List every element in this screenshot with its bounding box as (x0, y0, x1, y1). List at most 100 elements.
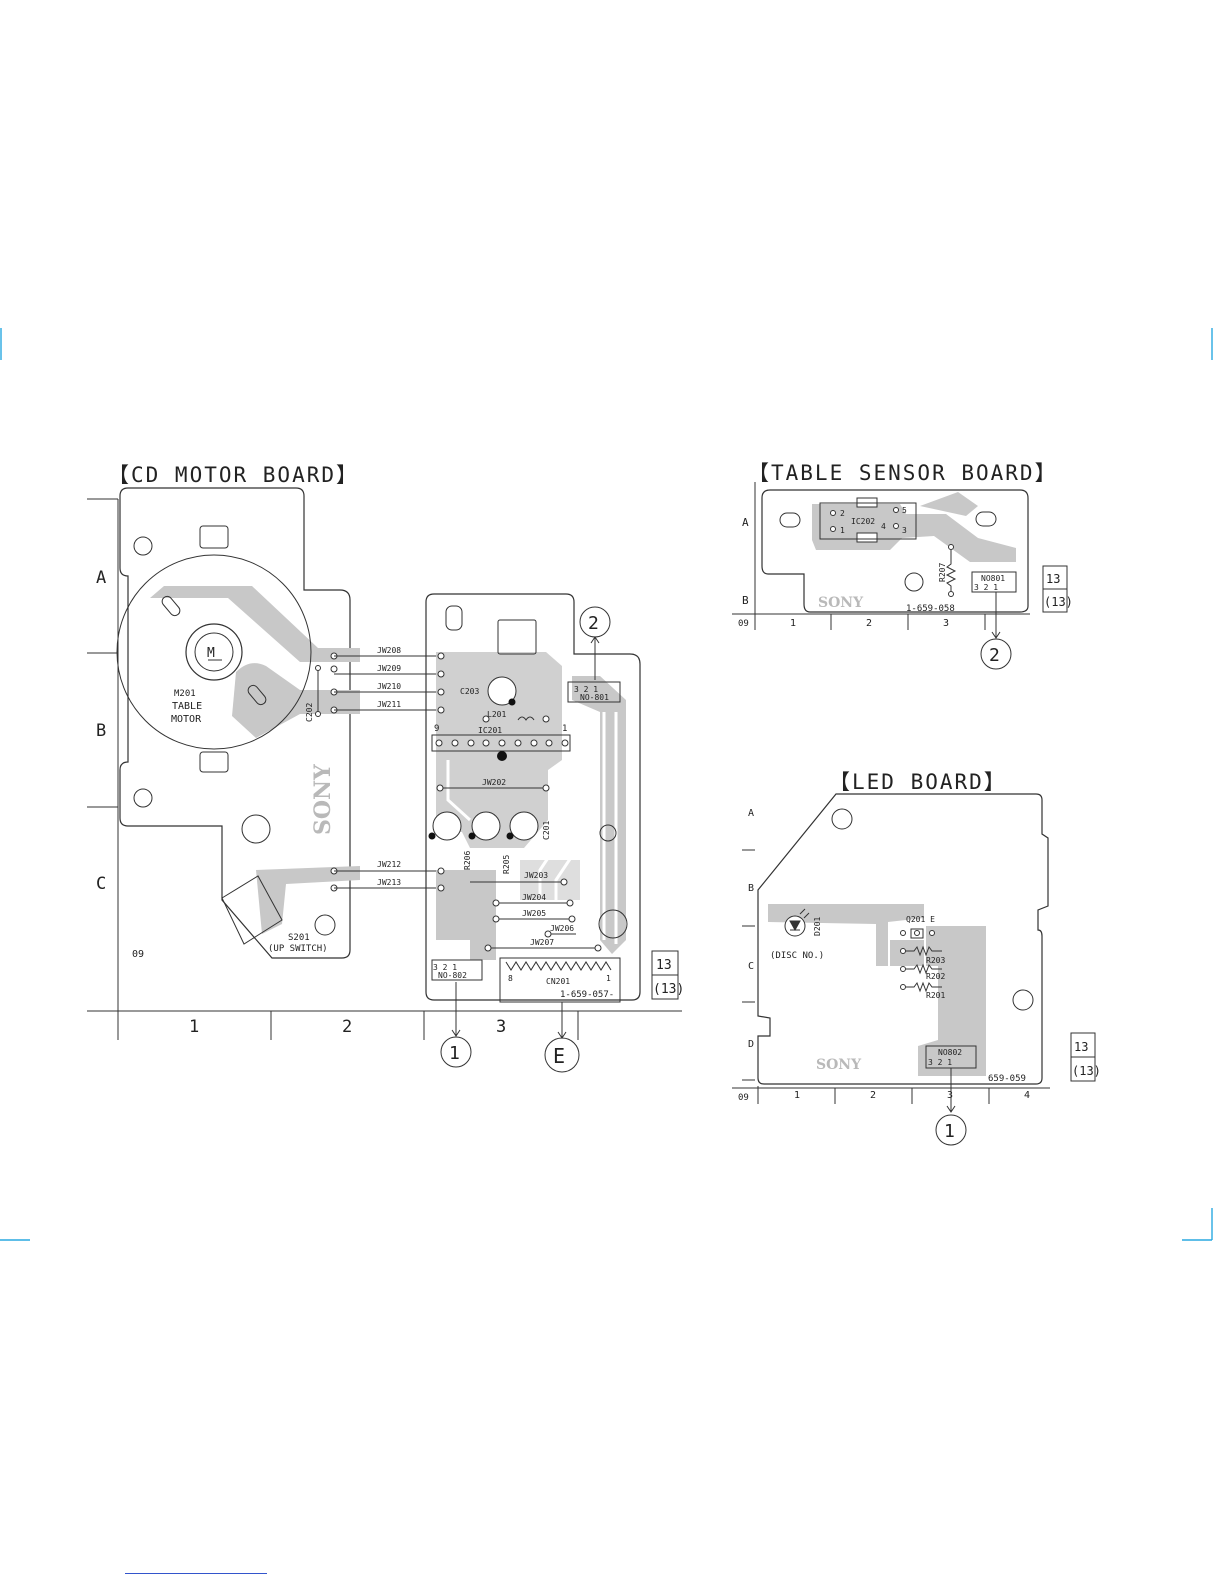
page-ref-top-ts: 13 (1046, 572, 1060, 586)
arrow-ref-1-cd: 1 (449, 1043, 460, 1064)
arrow-ref-2-ts: 2 (989, 645, 1000, 666)
jumper-jw212: JW212 (377, 860, 401, 869)
switch-name: (UP SWITCH) (268, 944, 328, 954)
table-sensor-board-title: 【TABLE SENSOR BOARD】 (748, 461, 1058, 485)
coil-l201: L201 (487, 710, 506, 719)
ic202-ref: IC202 (851, 517, 875, 526)
led-col-label-1: 1 (794, 1090, 800, 1101)
jumper-jw202: JW202 (482, 778, 506, 787)
jumper-jw207: JW207 (530, 938, 554, 947)
part-number-ts: 1-659-058 (906, 604, 955, 614)
table-sensor-board-diagram: A B 09 1 2 3 IC202 2 1 5 4 3 R207 NO801 … (732, 482, 1073, 670)
led-d201-ref: D201 (813, 917, 822, 936)
resistor-r205: R205 (502, 855, 511, 874)
led-col-label-4: 4 (1024, 1090, 1030, 1101)
switch-ref: S201 (288, 933, 310, 943)
resistor-r202: R202 (926, 972, 945, 981)
cap-c203-body (487, 676, 517, 706)
ic202-pin-1: 1 (840, 526, 845, 535)
cap-c201: C201 (542, 821, 551, 840)
conn-no801-ts (971, 571, 1017, 593)
conn-no802-ref: NO-802 (438, 971, 467, 980)
led-d201-name: (DISC NO.) (770, 951, 824, 961)
led-board-title: 【LED BOARD】 (829, 770, 1007, 794)
page-ref-bottom-led: (13) (1072, 1064, 1101, 1078)
ic202-pin-5: 5 (902, 506, 907, 515)
conn-no801-ts-pins: 3 2 1 (974, 583, 998, 592)
arrow-ref-e-cd: E (553, 1044, 565, 1068)
jumper-jw209: JW209 (377, 664, 401, 673)
ic202-body (819, 502, 917, 540)
conn-cn201-ref: CN201 (546, 977, 570, 986)
motor-outline (116, 554, 312, 750)
conn-no801 (567, 681, 621, 703)
conn-no802-led-ref: NO802 (938, 1048, 962, 1057)
row-label-a: A (96, 568, 106, 588)
motor-symbol: M (207, 646, 215, 661)
resistor-r206: R206 (463, 851, 472, 870)
jumper-jw213: JW213 (377, 878, 401, 887)
jumper-jw205: JW205 (522, 909, 546, 918)
ts-row-label-a: A (742, 516, 749, 529)
brand-sony-ts: SONY (818, 595, 864, 611)
control-board-outline (425, 593, 641, 1001)
brand-sony-cd: SONY (310, 764, 336, 835)
led-row-label-d: D (748, 1039, 754, 1050)
page-ref-bottom-ts: (13) (1044, 595, 1073, 609)
jumper-jw211: JW211 (377, 700, 401, 709)
ic202-pin-3: 3 (902, 526, 907, 535)
ts-col-label-3: 3 (943, 618, 949, 629)
col-label-2: 2 (342, 1017, 352, 1037)
motor-board-outline (119, 487, 351, 959)
conn-no802 (431, 959, 483, 981)
ts-col-label-2: 2 (866, 618, 872, 629)
arrow-ref-1-led: 1 (944, 1121, 955, 1142)
ic202-pin-4: 4 (881, 522, 886, 531)
conn-no801-pins: 3 2 1 (574, 685, 598, 694)
row-label-c: C (96, 874, 106, 894)
motor-name-table: TABLE (172, 701, 202, 712)
ic201-body (431, 734, 571, 752)
resistor-r207: R207 (938, 563, 947, 582)
jumper-jw204: JW204 (522, 893, 546, 902)
conn-no802-pins: 3 2 1 (433, 963, 457, 972)
ic201-pin-1: 1 (562, 724, 567, 734)
sheet-code: 09 (132, 949, 144, 960)
part-number-cd: 1-659-057- (560, 990, 614, 1000)
col-label-1: 1 (189, 1017, 199, 1037)
transistor-q201: Q201 E (906, 915, 935, 924)
ts-sheet-code: 09 (738, 619, 749, 629)
cap-c202: C202 (305, 703, 314, 722)
part-number-led: 659-059 (988, 1074, 1026, 1084)
table-sensor-outline (761, 489, 1029, 613)
jumper-jw208: JW208 (377, 646, 401, 655)
conn-cn201 (499, 957, 621, 1003)
resistor-r203: R203 (926, 956, 945, 965)
arrow-ref-2-cd: 2 (588, 613, 599, 634)
resistor-r201: R201 (926, 991, 945, 1000)
col-label-3: 3 (496, 1017, 506, 1037)
led-row-label-b: B (748, 883, 754, 894)
brand-sony-led: SONY (816, 1057, 862, 1073)
cd-motor-board-diagram: A B C 1 2 3 09 M M201 TABLE MOTOR SONY C… (87, 487, 684, 1073)
jumper-jw203: JW203 (524, 871, 548, 880)
led-row-label-c: C (748, 961, 754, 972)
conn-no801-ts-ref: NO801 (981, 574, 1005, 583)
led-col-label-2: 2 (870, 1090, 876, 1101)
cd-motor-board-title: 【CD MOTOR BOARD】 (108, 463, 360, 487)
row-label-b: B (96, 721, 106, 741)
conn-no802-led-pins: 3 2 1 (928, 1058, 952, 1067)
ic201-ref: IC201 (478, 726, 502, 735)
led-row-label-a: A (748, 808, 754, 819)
jumper-jw210: JW210 (377, 682, 401, 691)
page-ref-top-cd: 13 (656, 958, 672, 973)
ts-col-label-1: 1 (790, 618, 796, 629)
motor-ref: M201 (174, 689, 196, 699)
conn-no801-ref: NO-801 (580, 693, 609, 702)
led-sheet-code: 09 (738, 1093, 749, 1103)
footer-underline (125, 1573, 267, 1574)
ic201-pin-9: 9 (434, 724, 439, 734)
page-ref-top-led: 13 (1074, 1040, 1088, 1054)
